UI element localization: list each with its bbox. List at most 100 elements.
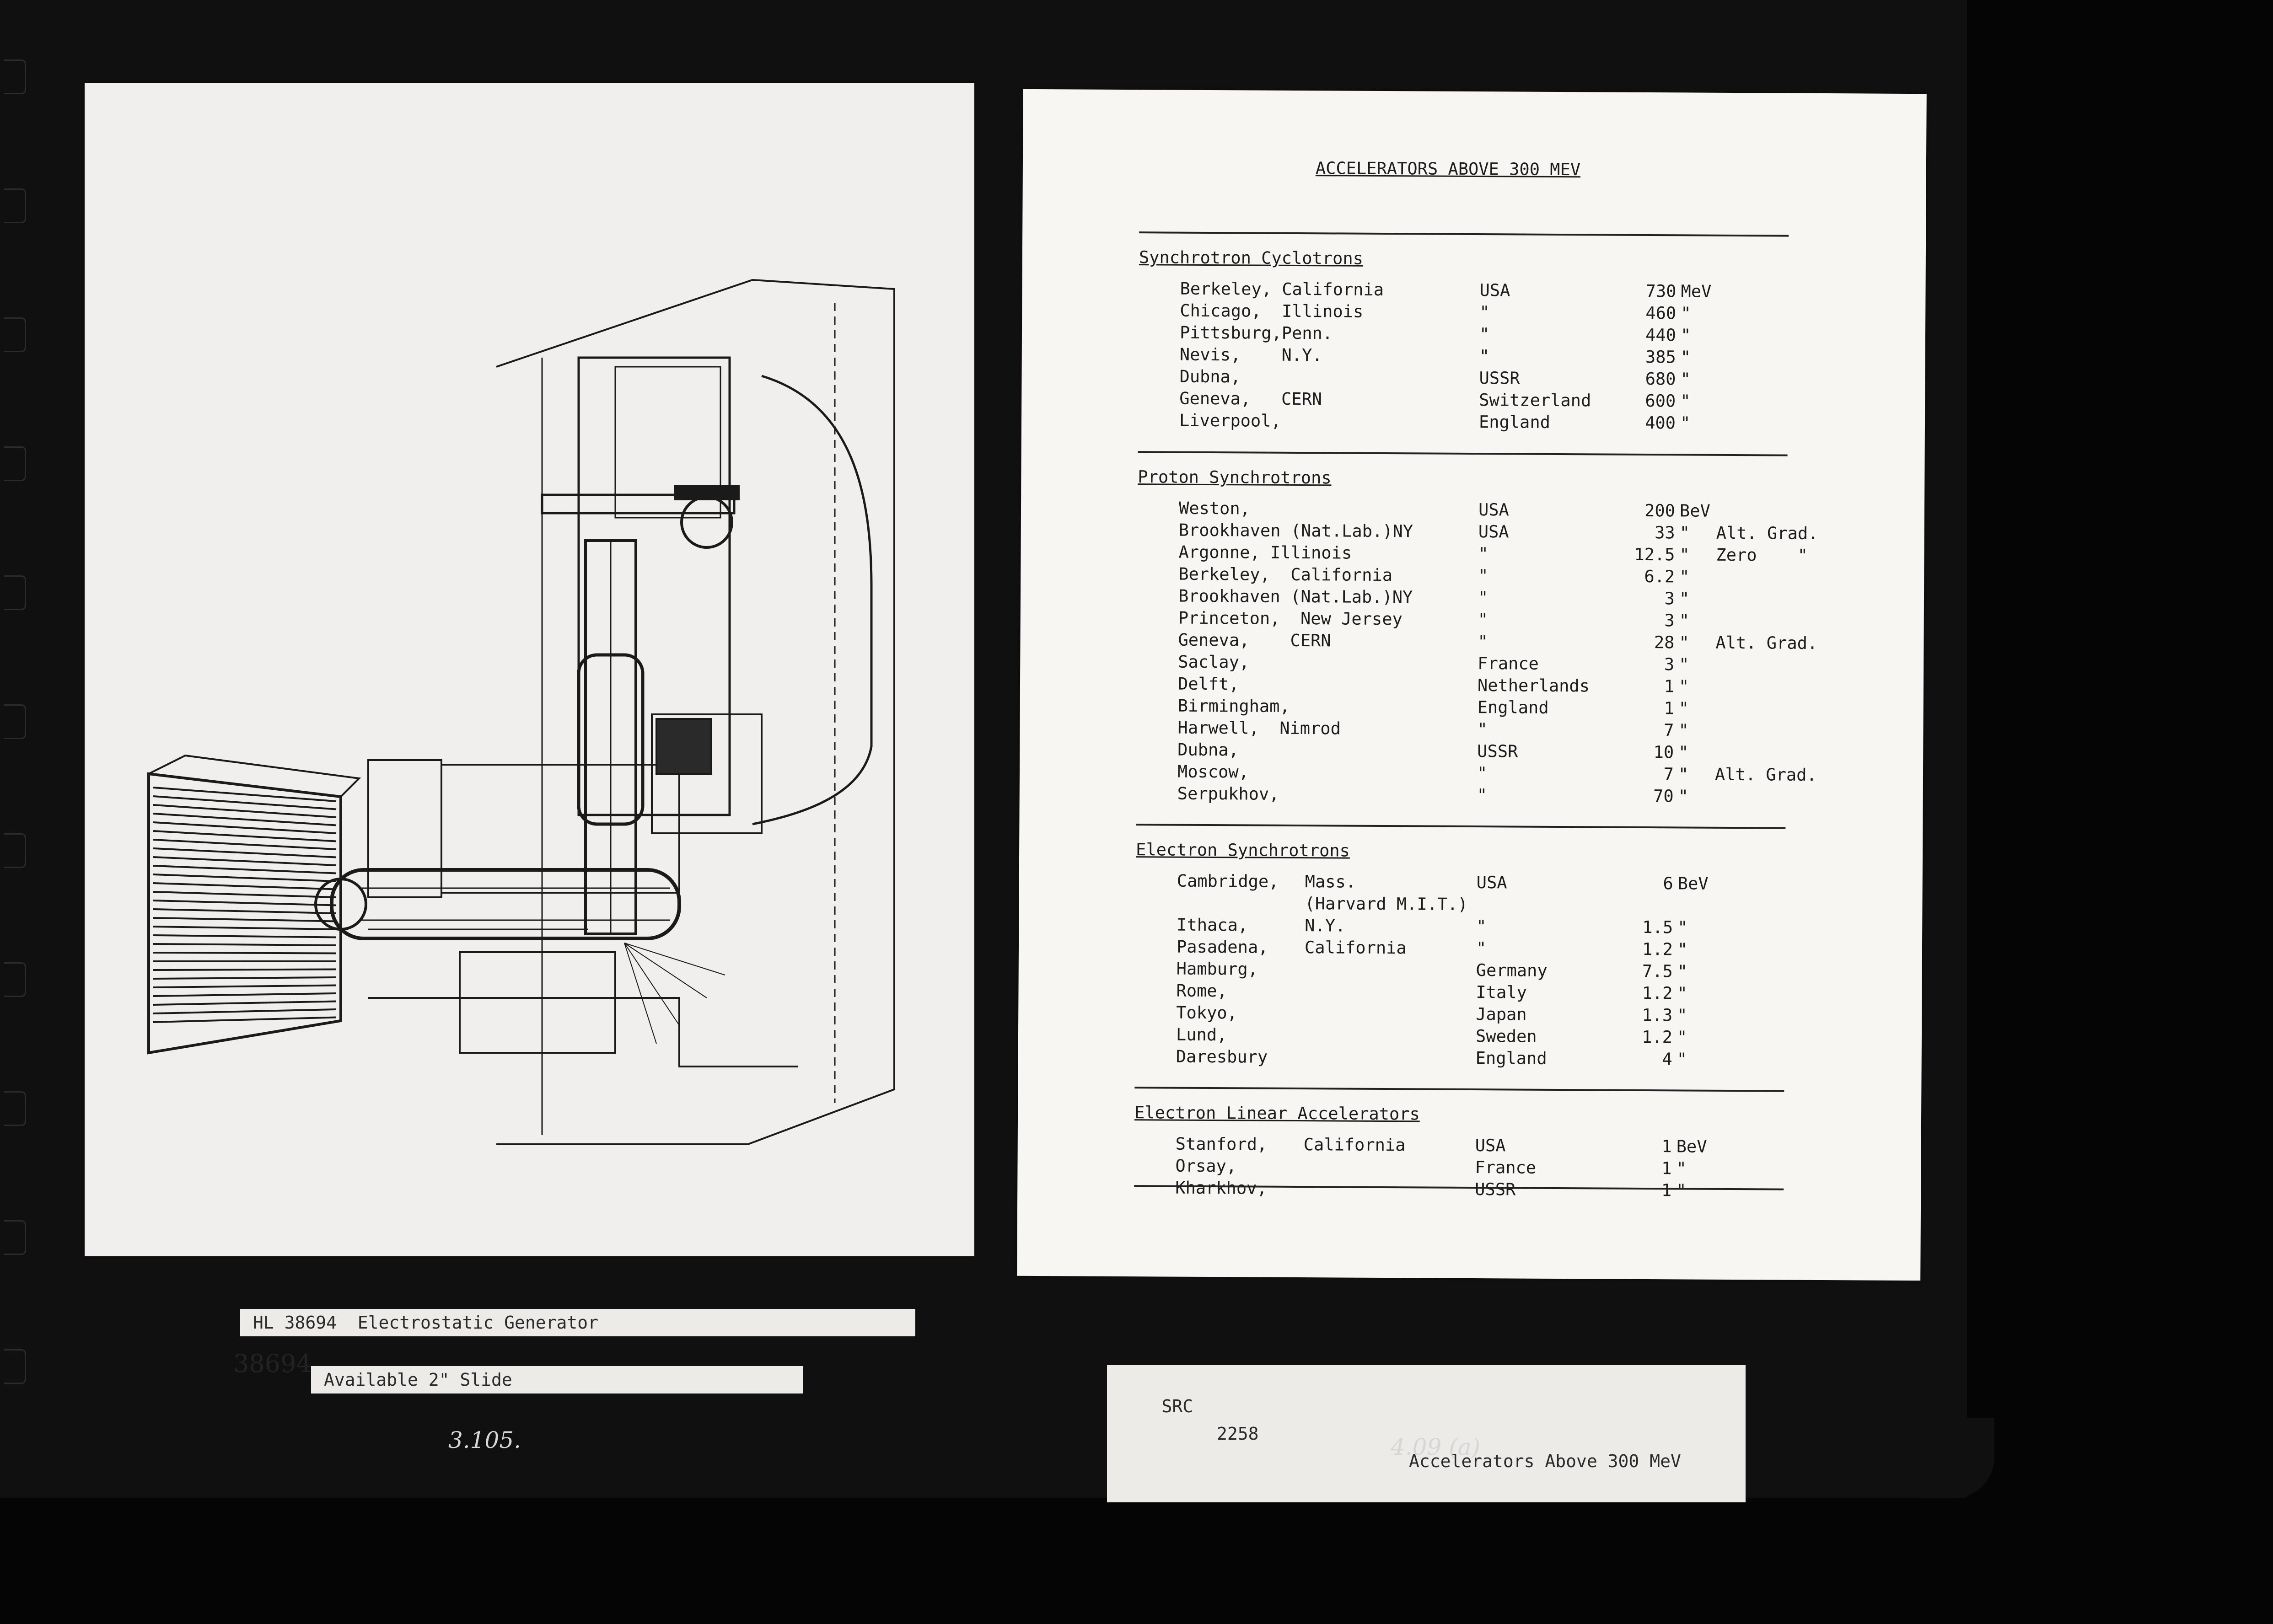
energy-unit: "	[1677, 939, 1688, 959]
door-slat	[153, 882, 337, 890]
energy-value: 6	[1663, 874, 1673, 894]
album-lower-margin	[0, 1498, 2273, 1624]
energy-value: 1	[1661, 1180, 1672, 1201]
energy-unit: "	[1679, 589, 1690, 609]
tower-upper-room	[614, 366, 721, 519]
country: Italy	[1476, 982, 1527, 1002]
album-page-corner	[1921, 1418, 1994, 1498]
door-slat	[153, 813, 337, 826]
door-slat	[153, 917, 337, 922]
lower-room	[459, 951, 616, 1054]
country: "	[1478, 566, 1488, 586]
energy-value: 680	[1645, 369, 1676, 389]
country: "	[1477, 719, 1488, 740]
energy-unit: "	[1678, 786, 1689, 806]
shielding-door-frame	[147, 772, 342, 1055]
energy-value: 12.5	[1634, 544, 1675, 565]
sheet-title: ACCELERATORS ABOVE 300 MEV	[1315, 158, 1581, 180]
connector-block	[367, 759, 442, 898]
accelerator-site: Cambridge,	[1177, 871, 1279, 891]
base-floor	[368, 997, 798, 1067]
country: "	[1476, 938, 1487, 959]
country: France	[1478, 654, 1539, 674]
binder-hole	[4, 188, 26, 223]
accelerator-site: Birmingham,	[1177, 696, 1290, 716]
tower-shaft	[577, 356, 731, 816]
accelerator-site: Hamburg,	[1176, 959, 1258, 979]
energy-unit: BeV	[1676, 1136, 1707, 1157]
door-slat	[153, 804, 337, 818]
energy-value: 730	[1645, 281, 1677, 301]
energy-unit: "	[1678, 764, 1689, 784]
energy-value: 1.3	[1642, 1005, 1673, 1025]
section-heading: Electron Linear Accelerators	[1134, 1103, 1420, 1124]
accelerator-site: Saclay,	[1178, 652, 1250, 672]
country: "	[1478, 610, 1488, 630]
energy-unit: "	[1679, 632, 1689, 653]
energy-value: 33	[1655, 523, 1675, 543]
energy-unit: "	[1676, 1158, 1687, 1179]
country: USSR	[1477, 741, 1518, 761]
energy-value: 1.5	[1642, 917, 1673, 938]
energy-unit: "	[1677, 1049, 1687, 1069]
site-detail: N.Y.	[1305, 916, 1346, 936]
door-slat	[153, 900, 337, 906]
accelerator-site: Pasadena,	[1176, 937, 1268, 957]
country: USA	[1478, 500, 1509, 520]
accelerator-site: Weston,	[1178, 498, 1251, 519]
section-heading: Proton Synchrotrons	[1138, 467, 1332, 488]
energy-unit: "	[1676, 1180, 1687, 1201]
energy-unit: "	[1680, 391, 1691, 411]
country: France	[1475, 1158, 1537, 1178]
energy-value: 4	[1662, 1049, 1672, 1069]
accelerator-site: Harwell, Nimrod	[1177, 718, 1341, 739]
accelerator-site: Argonne, Illinois	[1178, 542, 1352, 563]
right-handwritten-ref: 4.09 (a)	[1391, 1434, 1481, 1460]
accelerator-site: Pittsburg,Penn.	[1179, 322, 1333, 343]
section-heading: Synchrotron Cyclotrons	[1139, 247, 1364, 268]
accelerator-site: Brookhaven (Nat.Lab.)NY	[1178, 520, 1413, 541]
country: "	[1477, 785, 1488, 805]
section-heading: Electron Synchrotrons	[1135, 840, 1350, 861]
country: "	[1478, 544, 1488, 564]
accelerator-site: Kharkhov,	[1175, 1178, 1267, 1198]
door-slat	[153, 992, 337, 997]
accelerator-site: Princeton, New Jersey	[1178, 608, 1402, 629]
energy-unit: "	[1679, 545, 1690, 565]
energy-unit: "	[1677, 1027, 1687, 1047]
energy-unit: "	[1678, 676, 1689, 697]
country: "	[1478, 632, 1488, 652]
energy-value: 1.2	[1642, 1027, 1673, 1047]
beam-line-tank	[330, 868, 681, 940]
energy-unit: "	[1678, 720, 1689, 740]
country: Sweden	[1475, 1026, 1537, 1046]
country: Germany	[1476, 960, 1548, 981]
radiation-lines	[624, 943, 725, 1044]
door-slat	[153, 865, 337, 874]
energy-value: 200	[1644, 500, 1676, 521]
binder-hole	[4, 446, 26, 481]
accelerator-site: Berkeley, California	[1178, 564, 1393, 585]
country: USA	[1478, 522, 1509, 542]
door-slat	[153, 984, 337, 988]
country: "	[1478, 588, 1488, 608]
accelerator-site: Berkeley, California	[1180, 279, 1384, 300]
door-slat	[153, 891, 337, 898]
site-detail: Mass.	[1305, 872, 1356, 892]
faint-pencil-number: 38694	[233, 1349, 312, 1378]
energy-unit: "	[1677, 917, 1688, 938]
country: Netherlands	[1477, 675, 1590, 696]
country: USA	[1476, 873, 1507, 893]
country: USA	[1479, 280, 1510, 300]
section-rule	[1136, 824, 1786, 829]
door-slat	[153, 874, 337, 882]
energy-unit: "	[1680, 413, 1691, 433]
site-detail: (Harvard M.I.T.)	[1305, 894, 1468, 914]
energy-unit: "	[1680, 347, 1691, 367]
site-detail: California	[1304, 938, 1407, 958]
section-rule	[1134, 1087, 1784, 1092]
binder-hole	[4, 704, 26, 739]
accelerator-site: Brookhaven (Nat.Lab.)NY	[1178, 586, 1413, 607]
